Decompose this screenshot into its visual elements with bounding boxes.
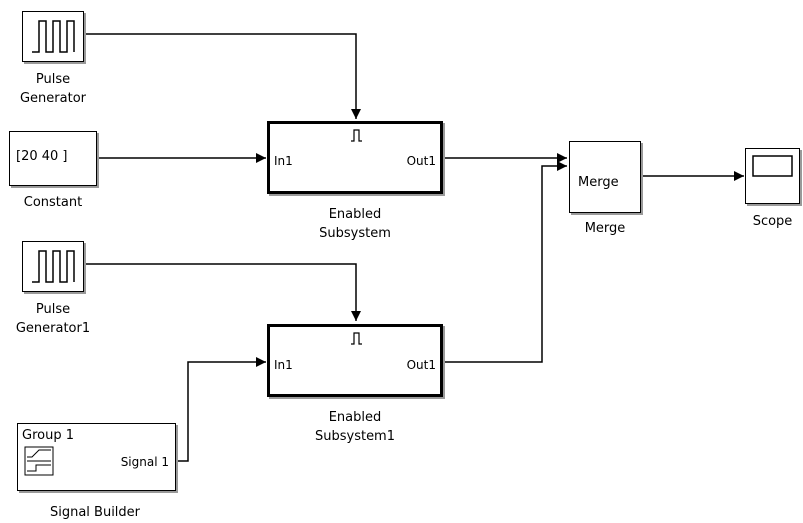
- scope-label: Scope: [752, 214, 793, 229]
- enabled-subsystem-label: Enabled Subsystem: [319, 207, 391, 241]
- pulse-wave-icon: [32, 20, 75, 53]
- enable-port-icon: [351, 332, 362, 345]
- pulse-generator-block[interactable]: [22, 11, 84, 62]
- subsystem-out-port: Out1: [406, 154, 436, 168]
- pulse-generator1-block[interactable]: [22, 241, 84, 292]
- enabled-subsystem1-label: Enabled Subsystem1: [314, 410, 395, 444]
- line-pulse-to-enable[interactable]: [84, 33, 361, 119]
- merge-block[interactable]: Merge: [569, 141, 641, 213]
- constant-label: Constant: [23, 195, 83, 210]
- signal-builder-block[interactable]: Group 1 Signal 1: [17, 423, 176, 491]
- scope-screen-icon: [752, 155, 793, 177]
- enabled-subsystem1-block[interactable]: In1 Out1: [267, 324, 443, 397]
- line-pulse1-to-enable1[interactable]: [84, 263, 361, 321]
- subsystem1-out-port: Out1: [406, 358, 436, 372]
- line-subsystem1-to-merge[interactable]: [443, 161, 567, 363]
- signal-builder-label: Signal Builder: [49, 505, 141, 520]
- pulse-generator1-label: Pulse Generator1: [15, 302, 91, 336]
- constant-value: [20 40 ]: [16, 149, 68, 164]
- signal-plot-icon: [24, 446, 54, 476]
- enable-port-icon: [351, 129, 362, 142]
- signal-builder-signal: Signal 1: [120, 455, 169, 469]
- merge-label: Merge: [584, 221, 626, 236]
- pulse-generator-label: Pulse Generator: [19, 72, 86, 106]
- enabled-subsystem-block[interactable]: In1 Out1: [267, 121, 443, 194]
- line-signalbuilder-to-in1[interactable]: [176, 357, 266, 462]
- signal-builder-group: Group 1: [22, 428, 74, 443]
- merge-block-text: Merge: [578, 175, 619, 190]
- pulse-wave-icon: [32, 250, 75, 283]
- scope-block[interactable]: [745, 148, 800, 204]
- subsystem1-in-port: In1: [274, 358, 293, 372]
- constant-block[interactable]: [20 40 ]: [9, 131, 97, 186]
- subsystem-in-port: In1: [274, 154, 293, 168]
